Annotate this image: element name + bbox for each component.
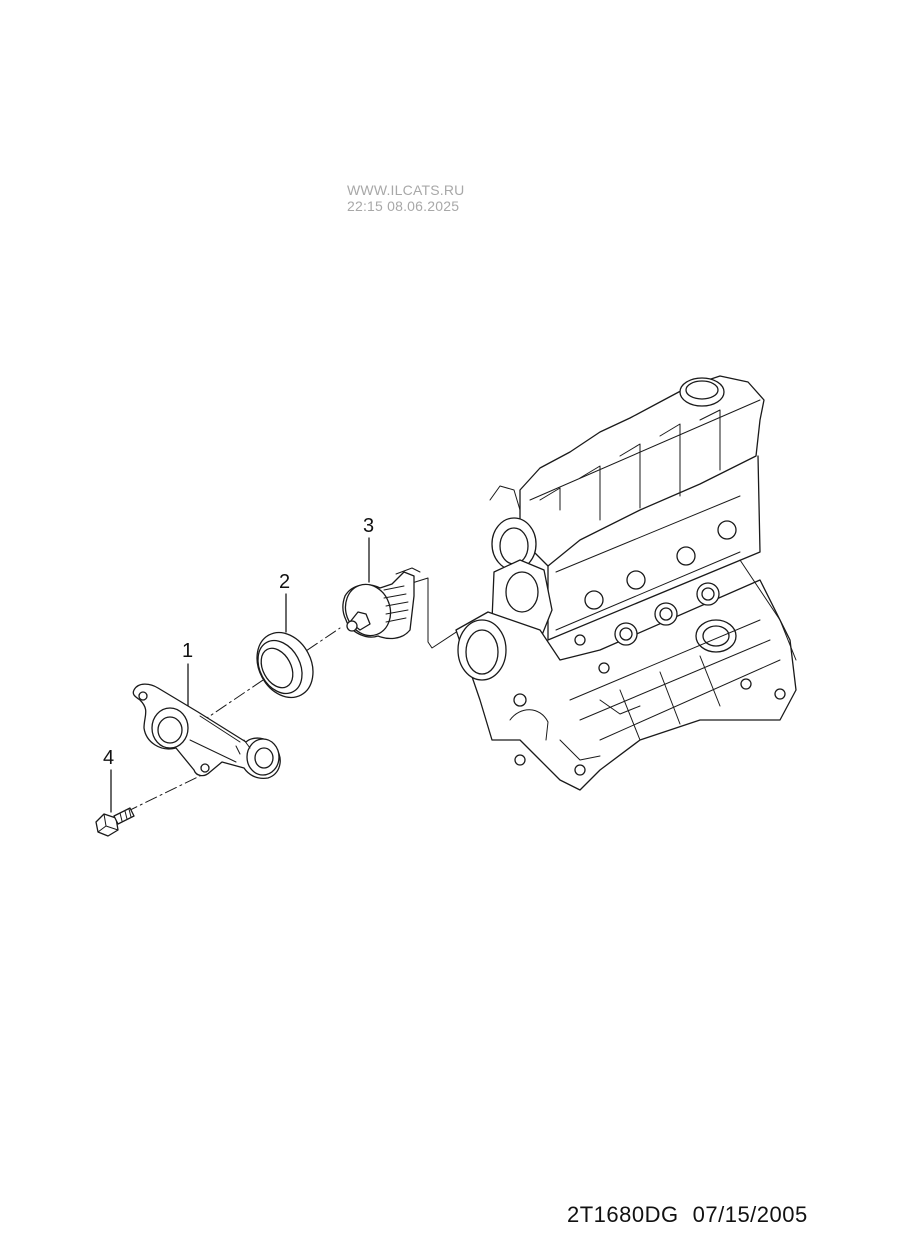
thermostat-seal[interactable] [246,623,324,707]
watermark-timestamp: 22:15 08.06.2025 [347,198,460,214]
axis-line-housing [197,627,341,725]
callout-4[interactable]: 4 [103,747,115,769]
callout-2[interactable]: 2 [279,571,291,593]
watermark-site: WWW.ILCATS.RU [347,182,465,198]
watermark: WWW.ILCATS.RU 22:15 08.06.2025 [347,182,464,214]
thermostat[interactable] [338,567,421,642]
callout-1[interactable]: 1 [182,640,194,662]
callout-3[interactable]: 3 [363,515,375,537]
drawing-footer: 2T1680DG 07/15/2005 [567,1202,822,1228]
drawing-code: 2T1680DG [567,1202,679,1227]
flange-bolt[interactable] [95,807,135,837]
axis-line-bolt [125,772,207,813]
drawing-date: 07/15/2005 [692,1202,808,1227]
axis-line-thermostat [411,577,471,649]
water-outlet-housing[interactable] [132,683,281,780]
engine-block [455,375,797,791]
